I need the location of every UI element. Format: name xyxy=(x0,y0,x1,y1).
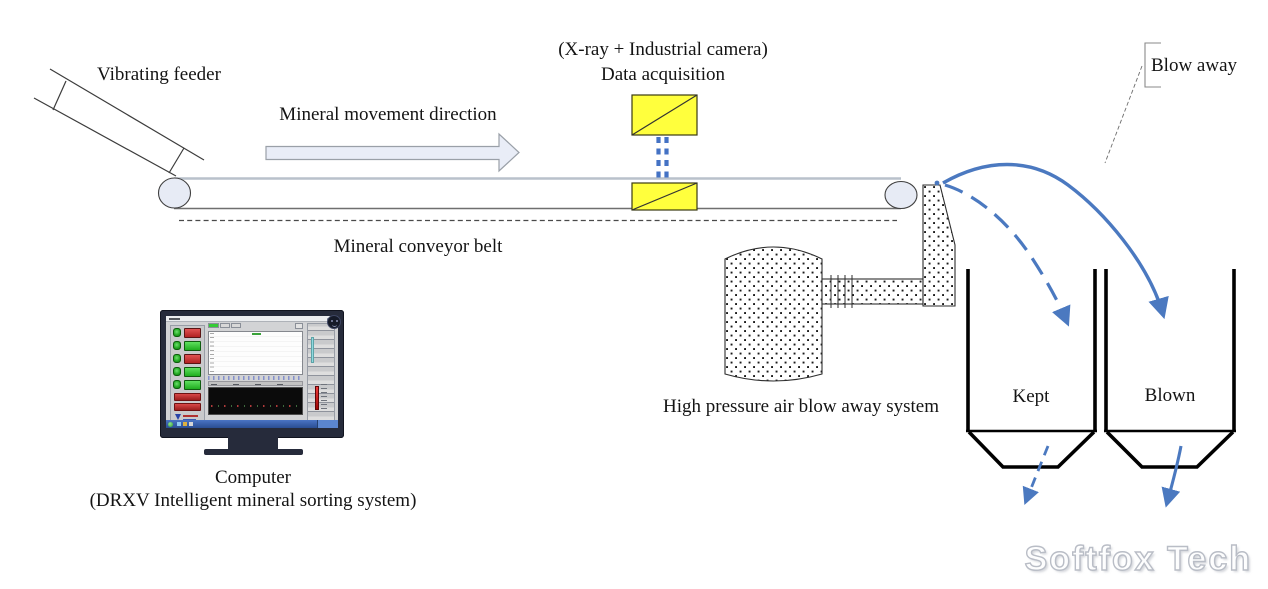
app-control-panel xyxy=(307,323,335,422)
label-blow-away: Blow away xyxy=(1151,55,1238,76)
bin-blown xyxy=(1104,269,1236,469)
label-conveyor-belt: Mineral conveyor belt xyxy=(333,236,503,257)
movement-direction-arrow xyxy=(265,132,520,173)
sidebar-button xyxy=(184,367,201,377)
belt-roller-right xyxy=(884,180,918,210)
chart-readout xyxy=(251,333,261,335)
camera-logo-icon xyxy=(327,315,341,329)
xray-camera-unit xyxy=(631,94,698,211)
monitor-screen xyxy=(166,316,338,428)
monitor-stand-neck xyxy=(228,437,278,450)
slider-indicator xyxy=(311,337,314,363)
status-led-icon xyxy=(173,367,181,376)
status-led-icon xyxy=(173,354,181,363)
sidebar-row xyxy=(171,367,204,377)
label-data-acquisition-2: Data acquisition xyxy=(601,64,725,85)
label-bin-kept: Kept xyxy=(1012,386,1050,407)
watermark: Softfox Tech xyxy=(1024,539,1252,578)
label-computer-1: Computer xyxy=(215,467,291,488)
computer-monitor xyxy=(160,310,344,455)
app-main-area xyxy=(208,323,304,422)
sidebar-button xyxy=(184,380,201,390)
wide-red-button xyxy=(174,393,201,401)
sidebar-button xyxy=(184,354,201,364)
os-taskbar xyxy=(166,420,338,428)
sidebar-button xyxy=(184,328,201,338)
app-tab xyxy=(231,323,241,328)
chart-x-axis-labels xyxy=(208,376,303,380)
sidebar-row xyxy=(171,380,204,390)
level-meter xyxy=(315,386,319,410)
wide-red-button xyxy=(174,403,201,411)
signal-chart xyxy=(208,331,303,375)
label-movement-direction: Mineral movement direction xyxy=(279,104,497,125)
sidebar-row xyxy=(171,341,204,351)
label-air-system: High pressure air blow away system xyxy=(663,396,939,417)
status-led-icon xyxy=(173,328,181,337)
vendor-logo xyxy=(175,414,200,421)
label-computer-2: (DRXV Intelligent mineral sorting system… xyxy=(89,490,417,511)
label-bin-blown: Blown xyxy=(1144,385,1196,406)
taskbar-icon xyxy=(183,422,187,426)
chart-y-axis xyxy=(210,333,214,373)
status-led-icon xyxy=(173,341,181,350)
sidebar-row xyxy=(171,328,204,338)
app-titlebar xyxy=(166,316,338,322)
trajectories xyxy=(934,162,1183,508)
app-sidebar-buttons xyxy=(170,325,205,424)
waveform-display xyxy=(208,387,303,415)
pipe-hatch xyxy=(830,275,853,308)
air-pipe xyxy=(821,278,924,305)
waveform-header xyxy=(208,381,303,386)
meter-scale xyxy=(321,384,327,412)
system-tray xyxy=(317,420,338,428)
bin-kept xyxy=(966,269,1097,469)
air-blow-system xyxy=(724,184,956,382)
sidebar-button xyxy=(184,341,201,351)
xray-beam xyxy=(656,137,669,182)
conveyor-belt xyxy=(157,177,918,222)
trajectory-kept-dashed xyxy=(944,183,1071,327)
air-nozzle xyxy=(922,184,956,307)
taskbar-icon xyxy=(177,422,181,426)
app-tab-active xyxy=(208,323,219,328)
label-data-acquisition-1: (X-ray + Industrial camera) xyxy=(558,39,768,60)
belt-roller-left xyxy=(157,177,192,209)
ejection-point xyxy=(934,180,940,186)
vibrating-feeder xyxy=(33,68,205,177)
outlet-arrow-kept xyxy=(1022,445,1050,506)
outlet-arrow-blown xyxy=(1161,445,1183,508)
monitor-stand-base xyxy=(204,449,303,455)
label-vibrating-feeder: Vibrating feeder xyxy=(97,64,221,85)
app-tab xyxy=(220,323,230,328)
status-led-icon xyxy=(173,380,181,389)
sidebar-row xyxy=(171,354,204,364)
air-tank xyxy=(724,246,823,382)
blow-away-callout xyxy=(1104,42,1161,164)
taskbar-icon xyxy=(189,422,193,426)
chart-tool-button xyxy=(295,323,303,329)
start-button-icon xyxy=(168,421,173,427)
trajectory-blown-solid xyxy=(942,162,1169,320)
